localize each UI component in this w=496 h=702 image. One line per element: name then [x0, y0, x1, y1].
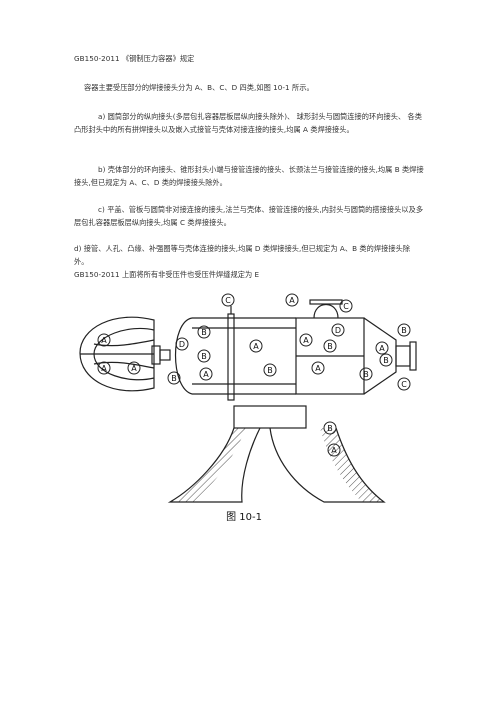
intro-paragraph: 容器主要受压部分的焊接接头分为 A、B、C、D 四类,如图 10-1 所示。 — [84, 83, 314, 92]
label-b-6: B — [359, 367, 373, 381]
label-a-9: A — [375, 341, 389, 355]
shell-left-end — [175, 317, 193, 395]
svg-text:B: B — [383, 356, 389, 365]
label-a-6: A — [285, 293, 299, 307]
figure-caption: 图 10-1 — [226, 511, 262, 523]
svg-text:C: C — [343, 302, 349, 311]
svg-text:B: B — [401, 326, 407, 335]
label-b-7: B — [379, 353, 393, 367]
note-paragraph: GB150-2011 上面将所有非受压件也受压件焊缝规定为 E — [74, 270, 260, 279]
label-d-1: D — [175, 337, 189, 351]
paragraph-c: c) 平盖、管板与圆筒非对接连接的接头,法兰与壳体、接管连接的接头,内封头与圆筒… — [74, 205, 424, 227]
manway — [313, 303, 339, 319]
label-a-2: A — [97, 361, 111, 375]
svg-text:A: A — [289, 296, 295, 305]
paragraph-a: a) 圆筒部分的纵向接头(多层包扎容器层板层纵向接头除外)、 球形封头与圆筒连接… — [74, 112, 422, 134]
svg-text:B: B — [363, 370, 369, 379]
svg-text:C: C — [401, 380, 407, 389]
label-b-4: B — [263, 363, 277, 377]
support-plate — [233, 405, 307, 429]
cone-section — [363, 317, 397, 395]
paragraph-d: d) 接管、人孔、凸缘、补强圈等与壳体连接的接头,均属 D 类焊接接头,但已规定… — [74, 244, 411, 266]
label-c-3: C — [397, 377, 411, 391]
label-d-2: D — [331, 323, 345, 337]
paragraph-b: b) 壳体部分的环向接头、锥形封头小端与接管连接的接头、长颈法兰与接管连接的接头… — [74, 165, 424, 187]
svg-text:C: C — [225, 296, 231, 305]
svg-text:A: A — [101, 364, 107, 373]
label-b-9: B — [323, 421, 337, 435]
svg-text:B: B — [327, 342, 333, 351]
svg-text:B: B — [201, 328, 207, 337]
svg-text:B: B — [327, 424, 333, 433]
label-a-8: A — [311, 361, 325, 375]
svg-text:A: A — [131, 364, 137, 373]
svg-text:A: A — [203, 370, 209, 379]
svg-text:D: D — [179, 340, 185, 349]
label-c-1: C — [221, 293, 235, 307]
label-a-7: A — [299, 333, 313, 347]
svg-text:A: A — [101, 336, 107, 345]
svg-text:B: B — [267, 366, 273, 375]
svg-text:A: A — [315, 364, 321, 373]
label-a-5: A — [249, 339, 263, 353]
svg-text:A: A — [253, 342, 259, 351]
label-b-1: B — [167, 371, 181, 385]
label-c-2: C — [339, 299, 353, 313]
svg-text:B: B — [201, 352, 207, 361]
label-b-2: B — [197, 325, 211, 339]
weld-joint-figure: A A A B D A C B B A B A C D A B A B A B … — [79, 293, 417, 523]
label-a-10: A — [327, 443, 341, 457]
svg-text:A: A — [331, 446, 337, 455]
label-b-5: B — [323, 339, 337, 353]
label-a-4: A — [199, 367, 213, 381]
shell-section-1 — [192, 317, 296, 395]
support-right — [269, 427, 386, 503]
svg-text:A: A — [303, 336, 309, 345]
label-b-8: B — [397, 323, 411, 337]
joint-labels: A A A B D A C B B A B A C D A B A B A B … — [97, 293, 411, 457]
svg-text:D: D — [335, 326, 341, 335]
svg-text:A: A — [379, 344, 385, 353]
left-head — [79, 316, 155, 392]
label-b-3: B — [197, 349, 211, 363]
document-heading: GB150-2011 《钢制压力容器》规定 — [74, 54, 195, 63]
svg-text:B: B — [171, 374, 177, 383]
label-a-3: A — [127, 361, 141, 375]
flange-plate — [227, 313, 235, 401]
vessel-drawing — [79, 299, 417, 503]
label-a-1: A — [97, 333, 111, 347]
